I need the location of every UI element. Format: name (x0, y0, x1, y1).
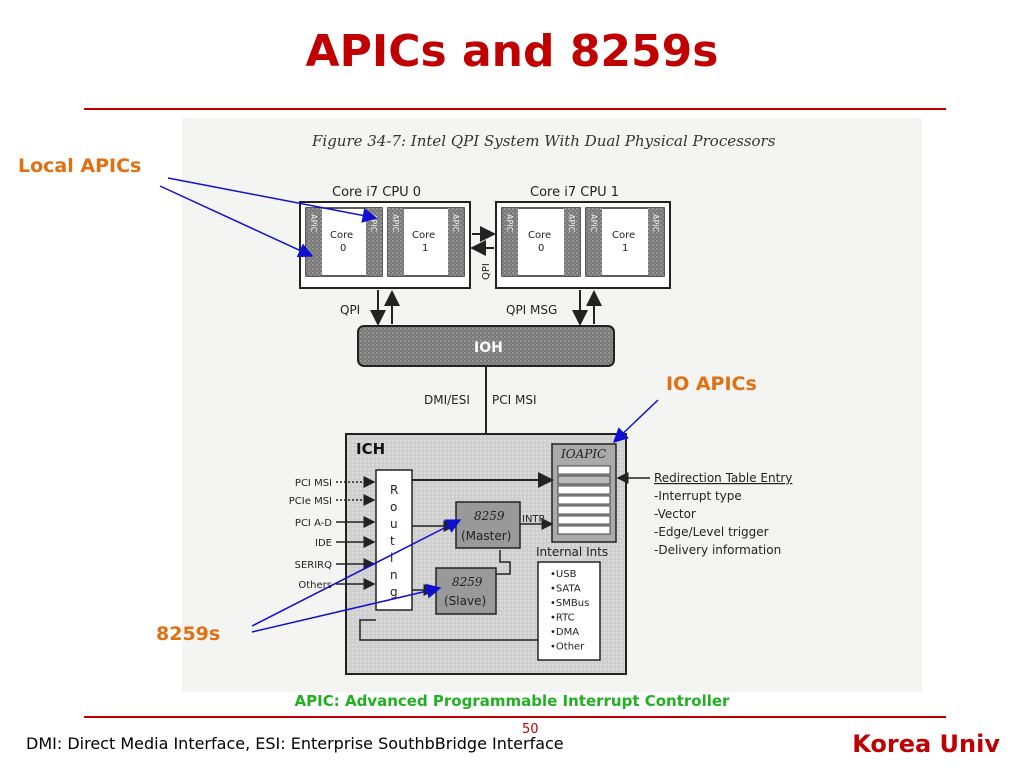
apic-label-1: APIC (309, 214, 318, 233)
cpu1-core0-apic-right (564, 208, 580, 276)
callout-io-apics: IO APICs (666, 373, 757, 395)
pci-msi-label: PCI MSI (492, 393, 536, 407)
apic-label-7: APIC (589, 214, 598, 233)
dmi-esi-label: DMI/ESI (424, 393, 470, 407)
footer-apic-note: APIC: Advanced Programmable Interrupt Co… (294, 692, 730, 710)
cpu1-core1-apic-right (648, 208, 664, 276)
pic-slave-label: 8259 (452, 575, 483, 589)
ioapic-label: IOAPIC (560, 447, 606, 461)
pic-master-label: 8259 (474, 509, 505, 523)
cpu1-core1-label: Core (612, 230, 635, 241)
cpu1-core0-num: 0 (538, 243, 544, 254)
routing-block (375, 469, 413, 611)
routing-letter: u (390, 517, 398, 531)
redirection-title: Redirection Table Entry (654, 471, 792, 485)
footer-definitions: DMI: Direct Media Interface, ESI: Enterp… (26, 734, 564, 753)
local-apic-arrow-2 (159, 185, 314, 258)
cpu0-core0-label: Core (330, 230, 353, 241)
qpi-msg-label: QPI MSG (506, 303, 557, 317)
ich-input-label: Others (298, 580, 332, 591)
apic-label-4: APIC (451, 214, 460, 233)
page-number: 50 (522, 722, 539, 737)
slide-title: APICs and 8259s (305, 26, 719, 77)
cpu0-core0-num: 0 (340, 243, 346, 254)
ich-input-label: SERIRQ (295, 560, 333, 571)
cpu0-core1-num: 1 (422, 243, 428, 254)
routing-letter: n (390, 568, 398, 582)
cpu0-label: Core i7 CPU 0 (332, 185, 421, 200)
apic-label-2: APIC (369, 214, 378, 233)
cpu0-core1-apic-right (448, 208, 464, 276)
cpu1-label: Core i7 CPU 1 (530, 185, 619, 200)
ich-label: ICH (356, 440, 385, 458)
apic-label-3: APIC (391, 214, 400, 233)
ich-input-label: PCI MSI (295, 478, 332, 489)
routing-letter: i (390, 551, 393, 565)
internal-int-item: •SATA (550, 584, 581, 595)
internal-int-item: •Other (550, 642, 585, 653)
cpu1-core0-label: Core (528, 230, 551, 241)
local-apic-arrow-1 (167, 177, 378, 223)
internal-ints-box (537, 561, 601, 661)
internal-ints-label: Internal Ints (536, 545, 608, 559)
apic-label-6: APIC (567, 214, 576, 233)
callout-8259s: 8259s (156, 623, 220, 645)
pic-slave-role: (Slave) (444, 594, 486, 608)
ich-input-label: PCI A-D (295, 518, 332, 529)
title-divider (84, 108, 946, 110)
qpi-vertical-label: QPI (481, 263, 492, 280)
qpi-left-label: QPI (340, 303, 360, 317)
internal-to-routing (359, 619, 538, 641)
internal-int-item: •SMBus (550, 598, 589, 609)
pic-arrow-1 (251, 519, 462, 627)
brand-logo-text: Korea Univ (852, 730, 1000, 758)
figure-caption: Figure 34-7: Intel QPI System With Dual … (311, 132, 776, 150)
ich-input-label: PCIe MSI (289, 496, 332, 507)
cpu0-core0-apic-right (366, 208, 382, 276)
slave-to-master (496, 550, 511, 575)
pic-master-role: (Master) (461, 529, 511, 543)
routing-letter: g (390, 585, 398, 599)
cpu0-core0-apic (306, 208, 322, 276)
footer-divider (84, 716, 946, 718)
redirection-item: -Vector (654, 507, 696, 521)
internal-int-item: •RTC (550, 613, 575, 624)
cpu1-core0-apic (502, 208, 518, 276)
redirection-item: -Interrupt type (654, 489, 742, 503)
internal-int-item: •DMA (550, 627, 579, 638)
routing-letter: t (390, 534, 395, 548)
ioh-label: IOH (474, 340, 503, 356)
intr-label: INTR (522, 514, 546, 525)
io-apic-arrow (612, 399, 659, 444)
cpu1-core1-apic (586, 208, 602, 276)
pic-arrow-2 (251, 583, 442, 633)
apic-label-8: APIC (651, 214, 660, 233)
ich-input-label: IDE (315, 538, 332, 549)
cpu1-core1-num: 1 (622, 243, 628, 254)
apic-label-5: APIC (505, 214, 514, 233)
redirection-item: -Edge/Level trigger (654, 525, 769, 539)
internal-int-item: •USB (550, 569, 577, 580)
callout-local-apics: Local APICs (18, 155, 141, 177)
routing-letter: R (390, 483, 398, 497)
redirection-item: -Delivery information (654, 543, 781, 557)
routing-letter: o (390, 500, 397, 514)
cpu0-core1-apic (388, 208, 404, 276)
cpu0-core1-label: Core (412, 230, 435, 241)
